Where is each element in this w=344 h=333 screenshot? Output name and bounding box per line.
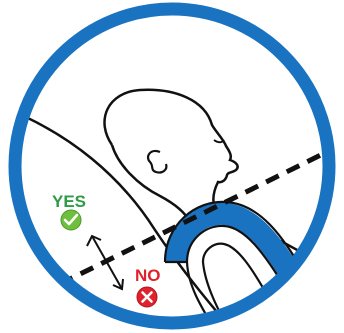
x-circle-icon	[137, 287, 157, 307]
yes-label: YES	[52, 192, 86, 211]
check-circle-icon	[61, 210, 81, 230]
no-label: NO	[135, 266, 161, 285]
